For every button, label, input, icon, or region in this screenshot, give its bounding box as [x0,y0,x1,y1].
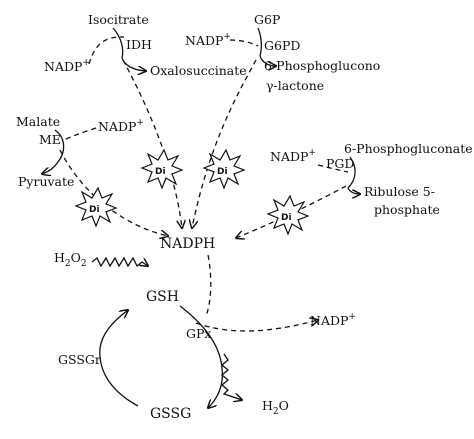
g6p-label: G6P [254,12,280,27]
pgd-label: PGD [326,156,354,171]
isocitrate-label: Isocitrate [88,12,149,27]
nadp-me-label: NADP+ [98,118,144,134]
nadp-idh-arrow [88,36,125,65]
pyruvate-label: Pyruvate [18,174,74,189]
nadp-idh-label: NADP+ [44,58,90,74]
g6pd-to-nadph-arrow [192,59,257,228]
malate-label: Malate [16,114,60,129]
di-burst-idh: Di [140,148,184,190]
gpx-to-nadp-arrow [195,320,318,332]
phosphogluconate-label: 6-Phosphogluconate [344,141,473,156]
g6pd-arc [257,27,262,57]
nadp-out-label: NADP+ [310,312,356,328]
pgd-arc-out [347,187,360,194]
nadp-g6pd-label: NADP+ [185,32,231,48]
gsh-label: GSH [146,289,179,305]
svg-text:Di: Di [89,205,100,215]
idh-to-nadph-arrow [122,59,182,228]
ribulose-label: Ribulose 5- [364,184,435,199]
nadp-g6pd-arrow [229,39,259,47]
nadph-to-gpx-arrow [205,254,212,317]
h2o2-wavy-arrow [91,256,148,266]
gssg-label: GSSG [150,406,191,422]
gpx-label: GPx [186,326,211,341]
di-burst-g6pd: Di [202,148,246,190]
gsh-to-gssg-arc [179,305,224,408]
oxalosuccinate-label: Oxalosuccinate [150,63,247,78]
pgd-arc [347,156,356,189]
me-label: ME [39,132,61,147]
nadp-me-arrow [63,127,97,141]
idh-arc [112,27,124,59]
nadp-pgd-arrow [317,164,349,173]
di-burst-me: Di [74,186,118,228]
lactone-label: γ-lactone [266,78,324,93]
phosphoglucono-label: 6-Phosphoglucono [264,58,380,73]
di-burst-pgd: Di [266,194,310,236]
nadph-label: NADPH [160,236,215,252]
gssg-to-gsh-arc [99,310,139,407]
h2o2-label: H2O2 [54,250,87,269]
g6pd-label: G6PD [264,38,300,53]
idh-arc-out [121,57,146,71]
me-arc [54,129,65,163]
svg-text:Di: Di [217,167,228,177]
idh-label: IDH [126,37,152,52]
h2o-wavy-arrow [220,353,242,400]
gssgr-label: GSSGr [58,352,101,367]
phosphate-label: phosphate [374,202,440,217]
h2o-label: H2O [262,398,289,417]
nadp-pgd-label: NADP+ [270,148,316,164]
svg-text:Di: Di [281,213,292,223]
svg-text:Di: Di [155,167,166,177]
me-arc-out [42,161,59,174]
g6pd-arc-out [259,55,276,66]
